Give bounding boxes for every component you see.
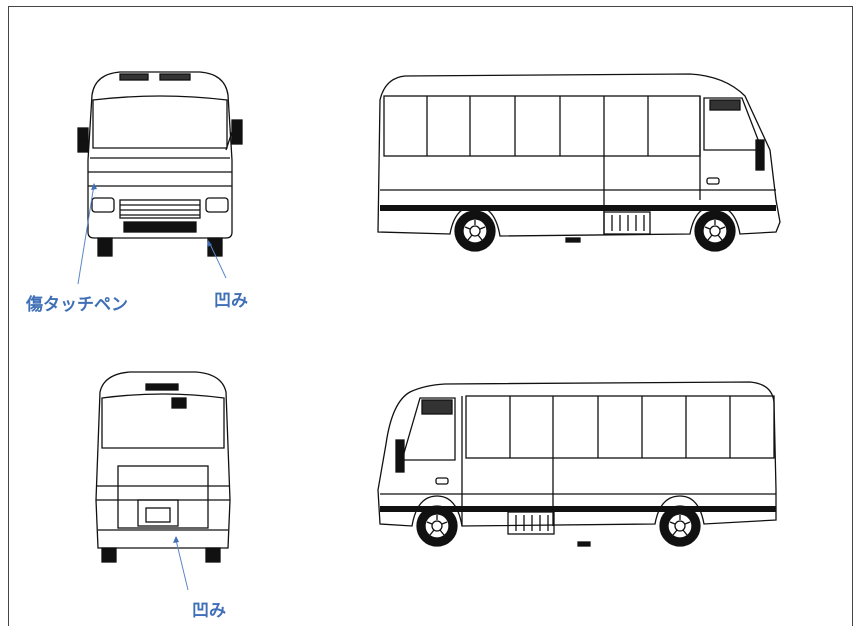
rear-dent-leader bbox=[175, 539, 189, 591]
annotation-front-scratch: 傷タッチペン bbox=[26, 295, 128, 315]
diagram-frame bbox=[8, 6, 853, 626]
annotation-leaders bbox=[77, 183, 227, 591]
annotation-rear-dent: 凹み bbox=[192, 601, 226, 621]
left-side-view bbox=[377, 381, 777, 547]
front-scratch-leader bbox=[77, 184, 95, 285]
front-scratch-marker bbox=[91, 183, 97, 190]
annotation-front-dent: 凹み bbox=[214, 291, 248, 311]
rear-dent-marker bbox=[173, 536, 179, 543]
front-dent-marker bbox=[207, 240, 212, 247]
front-view bbox=[77, 71, 243, 257]
rear-view bbox=[95, 371, 231, 563]
right-side-view bbox=[377, 73, 781, 252]
front-dent-leader bbox=[209, 243, 227, 279]
